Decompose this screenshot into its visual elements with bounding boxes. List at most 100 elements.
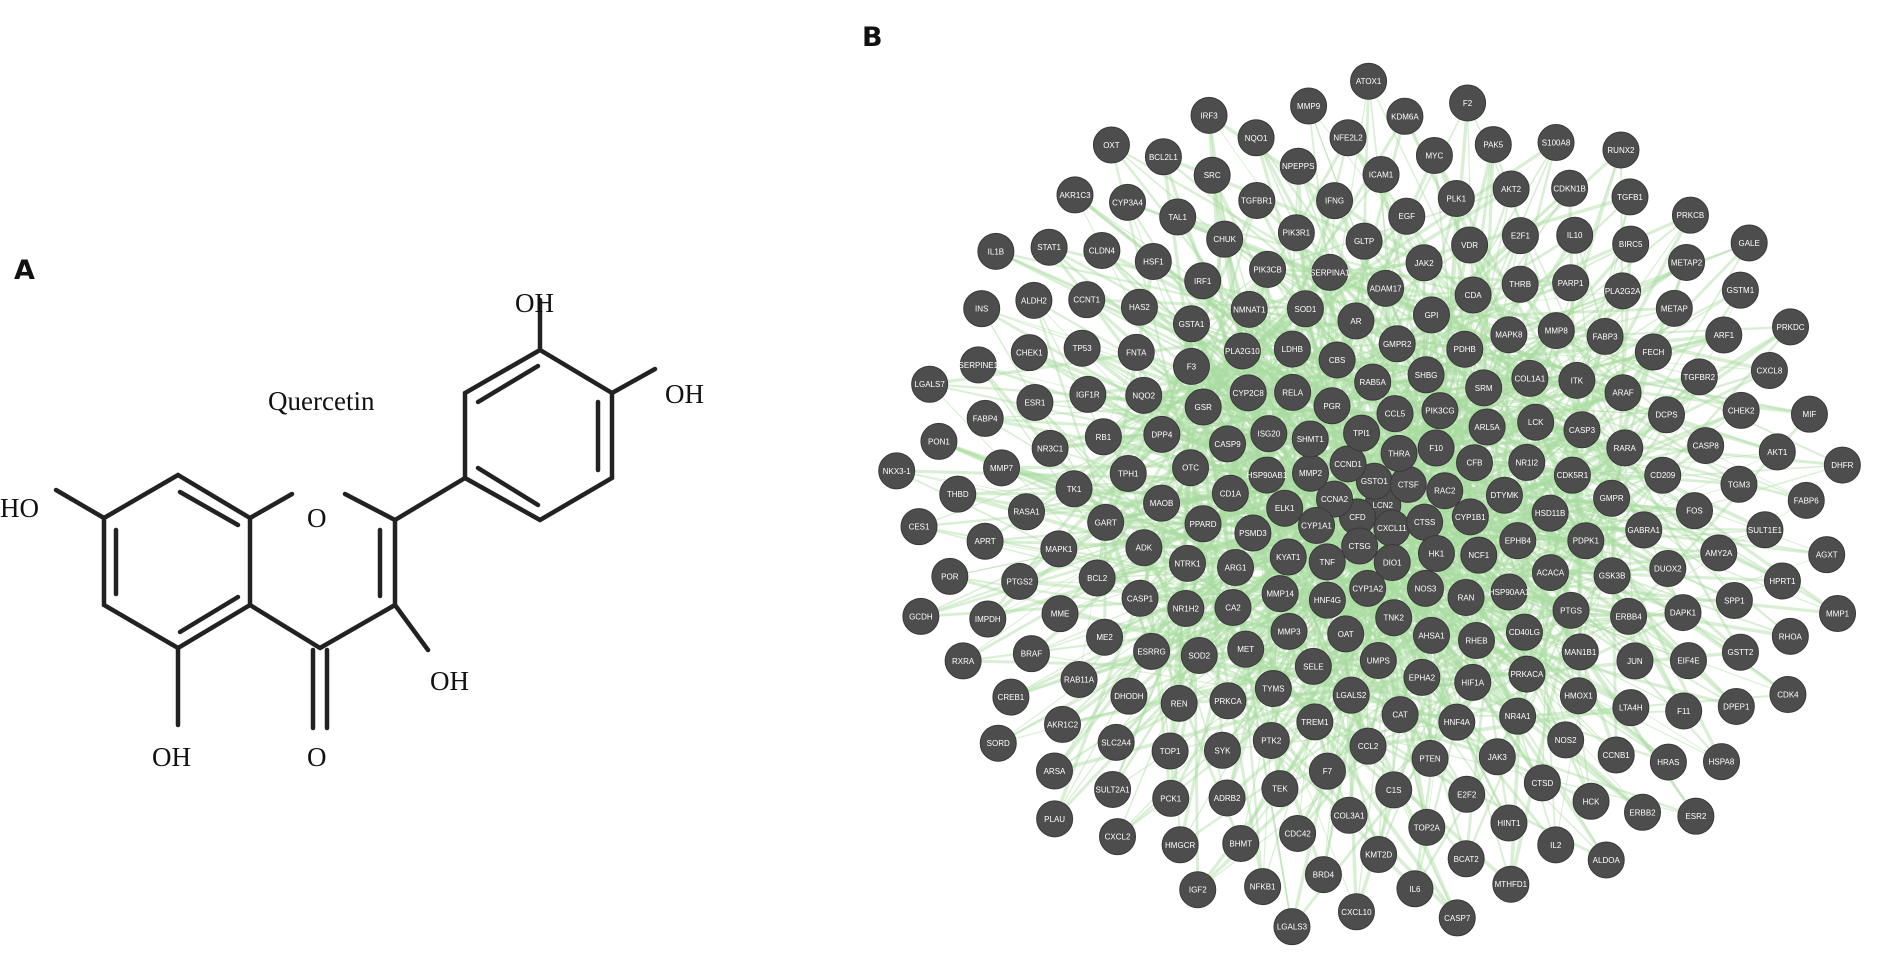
network-node: ARG1: [1217, 549, 1255, 587]
node-label: GABRA1: [1628, 526, 1661, 535]
node-circle: [1769, 676, 1807, 714]
network-edge: [1355, 306, 1675, 323]
network-node: GSR: [1184, 388, 1222, 426]
network-node: F7: [1308, 752, 1346, 790]
network-edge: [1420, 262, 1426, 678]
network-node: RHEB: [1457, 621, 1495, 659]
node-circle: [1787, 481, 1825, 519]
node-circle: [1279, 147, 1317, 185]
network-edge: [1555, 329, 1742, 412]
node-label: KMT2D: [1365, 850, 1392, 859]
network-node: AKR1C2: [1044, 705, 1082, 743]
network-node: PTK2: [1252, 721, 1290, 759]
node-circle: [1203, 731, 1241, 769]
node-label: PRKDC: [1777, 323, 1805, 332]
node-circle: [1561, 633, 1599, 671]
network-edge: [1373, 480, 1607, 861]
node-circle: [1086, 618, 1124, 656]
node-circle: [1604, 374, 1642, 412]
node-circle: [1343, 414, 1381, 452]
network-node: RAC2: [1426, 472, 1464, 510]
network-node: MMP8: [1537, 312, 1575, 350]
node-label: TGM3: [1728, 480, 1751, 489]
node-circle: [1438, 703, 1476, 741]
node-label: PDPK1: [1573, 537, 1600, 546]
network-node: GSK3B: [1593, 557, 1631, 595]
node-label: IMPDH: [975, 615, 1001, 624]
network-node: MMP1: [1819, 595, 1857, 633]
network-node: LGALS7: [911, 365, 949, 403]
network-node: TGFBR2: [1680, 358, 1718, 396]
node-label: GCDH: [909, 612, 933, 621]
node-label: RAB5A: [1360, 378, 1387, 387]
node-circle: [1063, 329, 1101, 367]
node-circle: [1403, 658, 1441, 696]
node-label: ATOX1: [1356, 77, 1382, 86]
network-node: HSF1: [1134, 243, 1172, 281]
node-circle: [1730, 224, 1768, 262]
network-node: ESR1: [1016, 383, 1054, 421]
network-node: FABP3: [1586, 317, 1624, 355]
network-node: FNTA: [1117, 333, 1155, 371]
network-node: CDC42: [1279, 814, 1317, 852]
node-circle: [1447, 840, 1485, 878]
node-circle: [1244, 868, 1282, 906]
node-circle: [1490, 804, 1528, 842]
node-circle: [1415, 137, 1453, 175]
node-label: CTSG: [1349, 542, 1371, 551]
node-label: FABP3: [1593, 332, 1618, 341]
network-node: MYC: [1415, 137, 1453, 175]
network-edge: [1455, 721, 1557, 846]
network-node: IL2: [1537, 826, 1575, 864]
node-label: HAS2: [1129, 303, 1150, 312]
network-node: HRAS: [1649, 743, 1687, 781]
node-label: TGFBR1: [1241, 196, 1273, 205]
node-circle: [1451, 498, 1489, 536]
node-label: PDHB: [1454, 345, 1476, 354]
node-circle: [1437, 179, 1475, 217]
network-edge: [1471, 294, 1685, 712]
network-node: ARL5A: [1468, 408, 1506, 446]
node-label: AKR1C2: [1047, 720, 1079, 729]
network-node: AKT1: [1758, 433, 1796, 471]
network-node: METAP: [1655, 289, 1693, 327]
network-node: CASP3: [1563, 411, 1601, 449]
network-node: DUOX2: [1649, 549, 1687, 587]
node-circle: [1313, 387, 1351, 425]
network-node: AKR1C3: [1056, 176, 1094, 214]
node-circle: [1771, 617, 1809, 655]
network-edge: [1202, 359, 1338, 408]
node-label: TNK2: [1383, 614, 1404, 623]
network-node: RHOA: [1771, 617, 1809, 655]
node-label: CYP1A2: [1352, 584, 1383, 593]
network-edge: [1444, 474, 1663, 492]
network-node: RARA: [1606, 429, 1644, 467]
node-circle: [1160, 684, 1198, 722]
panel-a-label: A: [14, 255, 35, 286]
node-label: IFNG: [1325, 197, 1344, 206]
node-circle: [1611, 178, 1649, 216]
node-label: F2: [1463, 99, 1473, 108]
network-node: CASP9: [1209, 425, 1247, 463]
node-label: NFE2L2: [1333, 134, 1363, 143]
network-edge: [1477, 554, 1528, 675]
node-label: E2F2: [1457, 790, 1477, 799]
node-label: PON1: [928, 437, 950, 446]
atom-label-ring-o: O: [307, 503, 327, 533]
node-circle: [1451, 226, 1489, 264]
node-circle: [1044, 705, 1082, 743]
network-node: ADK: [1125, 529, 1163, 567]
node-circle: [983, 449, 1021, 487]
network-node: SORD: [979, 724, 1017, 762]
node-circle: [1531, 494, 1569, 532]
network-node: GMPR: [1593, 479, 1631, 517]
network-edge: [1327, 599, 1518, 717]
node-circle: [1376, 395, 1414, 433]
network-node: HK1: [1417, 535, 1455, 573]
network-node: E2F1: [1501, 217, 1539, 255]
network-node: ELK1: [1266, 489, 1304, 527]
node-circle: [1537, 124, 1575, 162]
node-circle: [1316, 480, 1354, 518]
node-circle: [1517, 403, 1555, 441]
node-label: CXCL11: [1377, 524, 1407, 533]
